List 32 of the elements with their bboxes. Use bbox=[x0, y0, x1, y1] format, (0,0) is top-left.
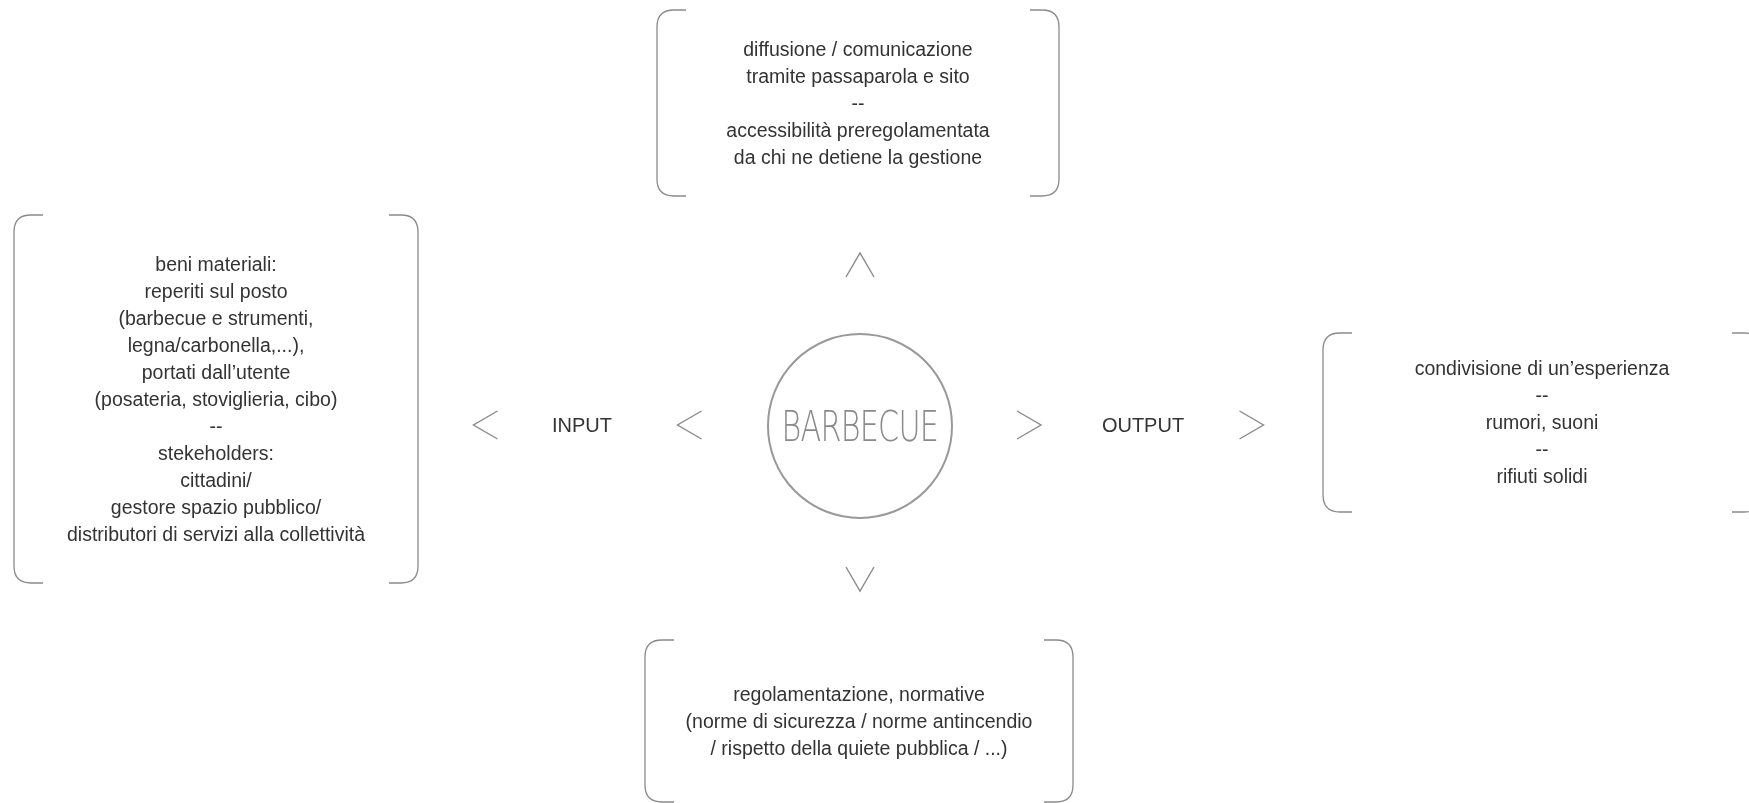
box-text-line: condivisione di un’esperienza bbox=[1414, 356, 1670, 381]
flow-label: INPUT bbox=[552, 410, 612, 440]
box-text-line: -- bbox=[851, 90, 865, 116]
chevron-arrow bbox=[845, 566, 875, 593]
box-text-line: beni materiali: bbox=[155, 251, 277, 277]
box-text-line: -- bbox=[1535, 437, 1549, 462]
box-text-line: gestore spazio pubblico/ bbox=[110, 494, 322, 520]
box-text-line: tramite passaparola e sito bbox=[746, 63, 970, 89]
box-text-line: / rispetto della quiete pubblica / ...) bbox=[710, 735, 1008, 761]
box-text-line: -- bbox=[209, 413, 223, 439]
box-text-line: (barbecue e strumenti, bbox=[118, 305, 314, 331]
chevron-arrow bbox=[845, 251, 875, 278]
circle-label: BARBECUE bbox=[781, 400, 939, 453]
box-text-line: legna/carbonella,...), bbox=[127, 332, 305, 358]
box-text-line: portati dall’utente bbox=[141, 359, 291, 385]
box-text-line: stekeholders: bbox=[158, 440, 274, 466]
box-text-line: da chi ne detiene la gestione bbox=[733, 144, 983, 170]
chevron-arrow bbox=[1238, 410, 1265, 440]
box-text-line: regolamentazione, normative bbox=[733, 681, 985, 707]
chevron-arrow bbox=[472, 410, 499, 440]
box-text-line: rumori, suoni bbox=[1485, 410, 1599, 435]
chevron-arrow bbox=[1016, 410, 1043, 440]
box-text-line: (posateria, stoviglieria, cibo) bbox=[94, 386, 338, 412]
chevron-arrow bbox=[676, 410, 703, 440]
box-text-line: accessibilità preregolamentata bbox=[726, 117, 990, 143]
box-text-line: diffusione / comunicazione bbox=[743, 36, 973, 62]
box-text-line: distributori di servizi alla collettività bbox=[67, 521, 365, 547]
box-text-line: rifiuti solidi bbox=[1496, 464, 1588, 489]
box-text-line: cittadini/ bbox=[180, 467, 252, 493]
box-text-line: -- bbox=[1535, 383, 1549, 408]
box-text-line: (norme di sicurezza / norme antincendio bbox=[685, 708, 1033, 734]
box-text-line: reperiti sul posto bbox=[144, 278, 288, 304]
